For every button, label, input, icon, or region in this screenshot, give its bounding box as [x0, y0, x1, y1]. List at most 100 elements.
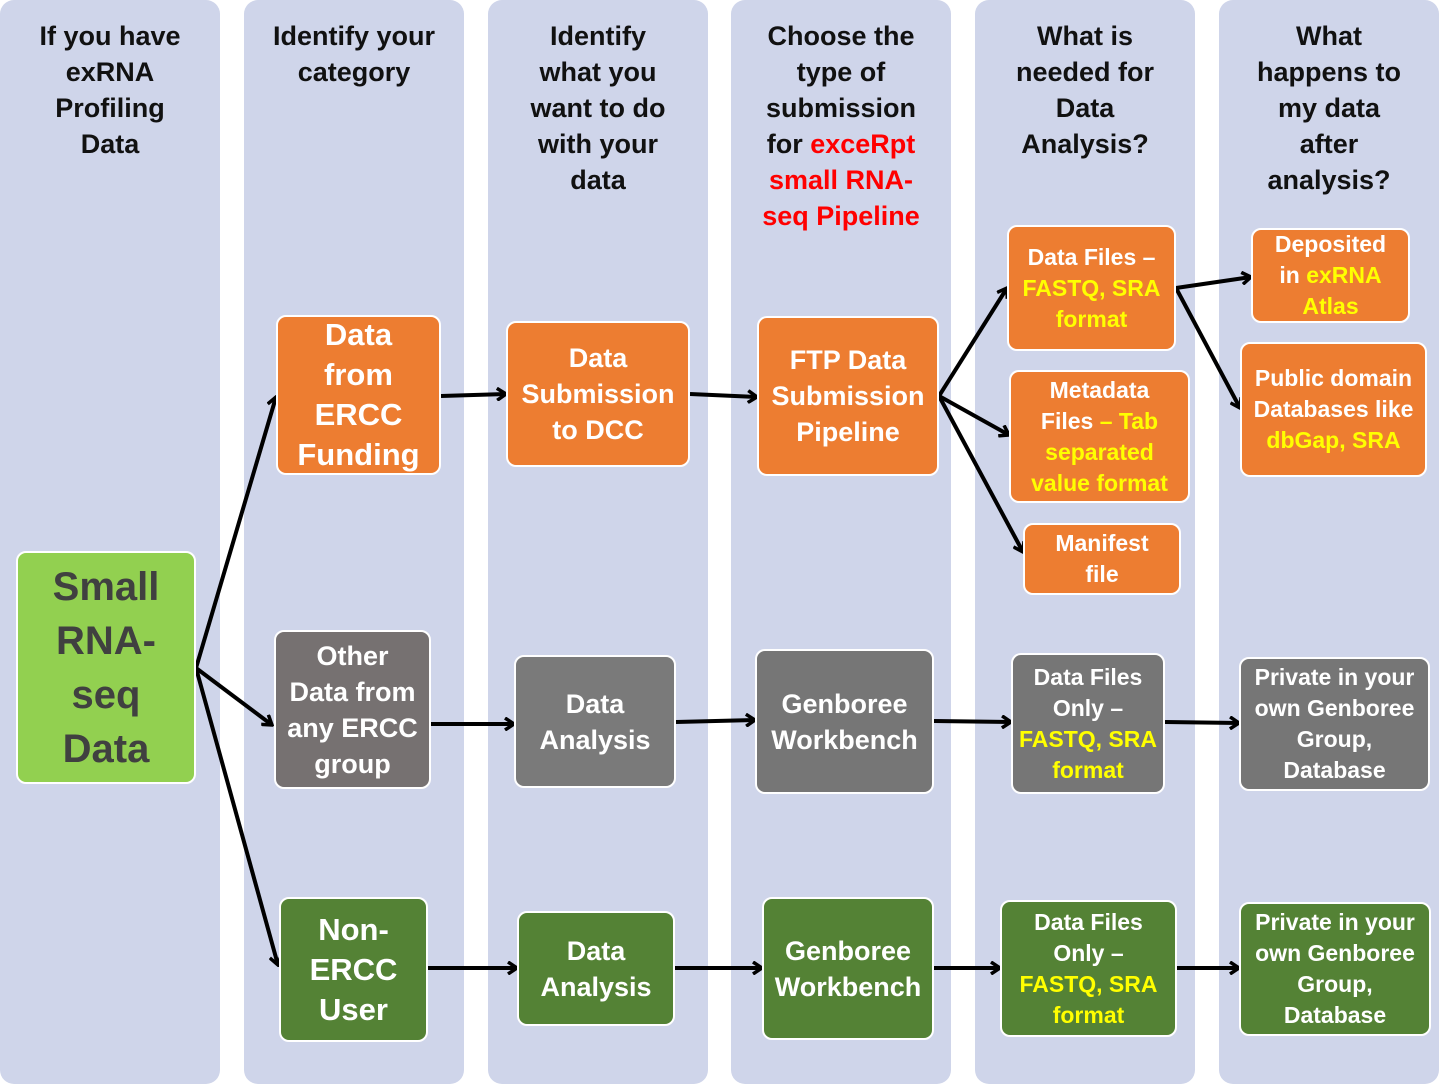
text-segment: Choose the: [767, 21, 915, 51]
text-segment: data: [570, 165, 626, 195]
text-line: Non-: [318, 910, 389, 950]
text-line: Only –: [1053, 938, 1123, 969]
text-line: Data: [569, 340, 628, 376]
text-line: What: [1219, 18, 1439, 54]
text-segment: seq Pipeline: [762, 201, 920, 231]
text-line: Genboree: [781, 686, 907, 722]
text-line: Analysis?: [975, 126, 1195, 162]
text-segment: Data Files –: [1027, 243, 1156, 270]
text-segment: What is: [1036, 21, 1133, 51]
text-line: to DCC: [552, 412, 643, 448]
text-line: Manifest: [1055, 528, 1148, 559]
text-line: Database: [1284, 1000, 1386, 1031]
text-segment: Data: [324, 317, 393, 352]
text-segment: Pipeline: [796, 417, 900, 447]
text-line: ERCC: [310, 950, 398, 990]
text-segment: Analysis: [540, 971, 652, 1002]
text-line: Identify your: [244, 18, 464, 54]
text-line: Submission: [771, 378, 924, 414]
text-segment: Submission: [521, 379, 675, 409]
text-segment: FASTQ, SRA: [1022, 274, 1161, 301]
text-line: Database: [1283, 755, 1385, 786]
text-line: Workbench: [775, 969, 922, 1005]
text-segment: any ERCC: [287, 712, 418, 743]
text-line: want to do: [488, 90, 708, 126]
text-line: Identify: [488, 18, 708, 54]
text-segment: needed for: [1015, 57, 1155, 87]
text-line: with your: [488, 126, 708, 162]
text-line: RNA-: [56, 614, 156, 668]
text-line: User: [319, 990, 388, 1030]
text-segment: FASTQ, SRA: [1019, 970, 1158, 997]
text-segment: Metadata: [1049, 376, 1150, 403]
text-line: FASTQ, SRA: [1019, 724, 1157, 755]
text-segment: Other: [316, 640, 389, 671]
text-segment: Only –: [1052, 694, 1124, 721]
text-segment: Private in your: [1255, 909, 1415, 935]
text-segment: Data: [80, 129, 140, 159]
text-segment: Data: [62, 726, 150, 771]
text-segment: FTP Data: [789, 345, 907, 375]
text-line: format: [1056, 304, 1128, 335]
text-segment: Data: [565, 688, 625, 719]
text-line: from: [324, 355, 393, 395]
text-segment: Analysis?: [1021, 129, 1149, 159]
text-segment: file: [1085, 561, 1119, 587]
text-segment: my data: [1277, 93, 1381, 123]
text-segment: Group,: [1297, 971, 1373, 997]
text-segment: Small: [52, 564, 160, 609]
text-segment: format: [1052, 756, 1124, 783]
text-line: value format: [1031, 468, 1168, 499]
text-line: format: [1053, 1000, 1125, 1031]
text-line: Profiling: [0, 90, 220, 126]
text-line: needed for: [975, 54, 1195, 90]
text-segment: with your: [538, 129, 658, 159]
text-segment: exRNA: [1306, 262, 1382, 288]
text-segment: User: [319, 991, 388, 1027]
text-line: separated: [1045, 437, 1154, 468]
text-segment: Workbench: [774, 971, 922, 1002]
text-line: FASTQ, SRA: [1019, 969, 1157, 1000]
text-line: Atlas: [1302, 291, 1358, 322]
text-line: Data: [325, 315, 392, 355]
text-line: my data: [1219, 90, 1439, 126]
text-segment: Files: [1040, 407, 1100, 434]
text-segment: Data: [1055, 93, 1115, 123]
text-segment: Genboree: [784, 935, 912, 966]
text-line: format: [1052, 755, 1124, 786]
text-segment: own Genboree: [1255, 940, 1415, 966]
text-segment: Public domain: [1254, 365, 1413, 391]
text-segment: Data: [568, 343, 628, 373]
text-line: Small: [53, 560, 160, 614]
text-segment: submission: [765, 93, 917, 123]
text-segment: seq: [71, 672, 141, 717]
text-line: Analysis: [540, 969, 651, 1005]
text-line: for exceRpt: [731, 126, 951, 162]
text-segment: – Tab: [1099, 407, 1159, 434]
text-segment: Database: [1283, 757, 1386, 783]
text-line: Data: [0, 126, 220, 162]
text-line: Group,: [1297, 969, 1372, 1000]
text-segment: Group,: [1296, 726, 1373, 752]
text-segment: type of: [796, 57, 886, 87]
text-line: seq Pipeline: [731, 198, 951, 234]
text-line: Data from: [289, 674, 415, 710]
text-line: analysis?: [1219, 162, 1439, 198]
text-line: after: [1219, 126, 1439, 162]
text-segment: dbGap, SRA: [1266, 427, 1401, 453]
text-line: Pipeline: [796, 414, 900, 450]
text-line: data: [488, 162, 708, 198]
text-segment: what you: [539, 57, 657, 87]
